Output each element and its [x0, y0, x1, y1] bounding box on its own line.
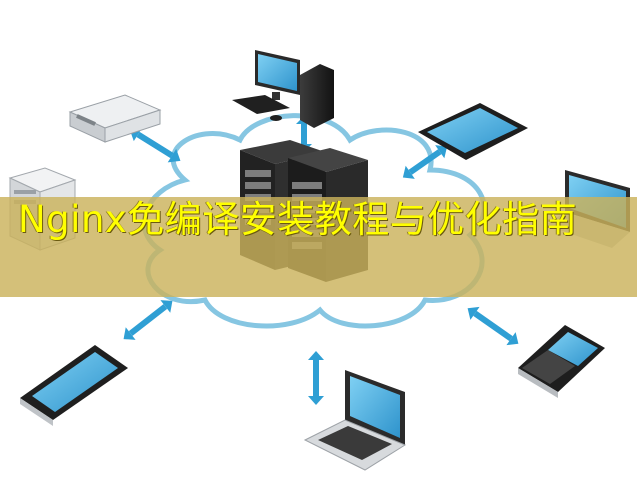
tablet-icon	[418, 103, 528, 160]
smartphone-keyboard-icon	[518, 325, 605, 398]
arrow-icon	[467, 306, 519, 346]
smartphone-icon	[20, 345, 128, 426]
laptop-icon	[303, 370, 407, 471]
arrow-icon	[308, 351, 324, 405]
rack-server-icon	[68, 94, 162, 143]
arrow-icon	[402, 145, 448, 179]
desktop-computer-icon	[232, 50, 334, 128]
title-banner	[0, 197, 637, 297]
arrow-icon	[123, 300, 173, 340]
connection-arrows	[123, 116, 519, 405]
page-title: Nginx免编译安装教程与优化指南	[18, 198, 578, 241]
